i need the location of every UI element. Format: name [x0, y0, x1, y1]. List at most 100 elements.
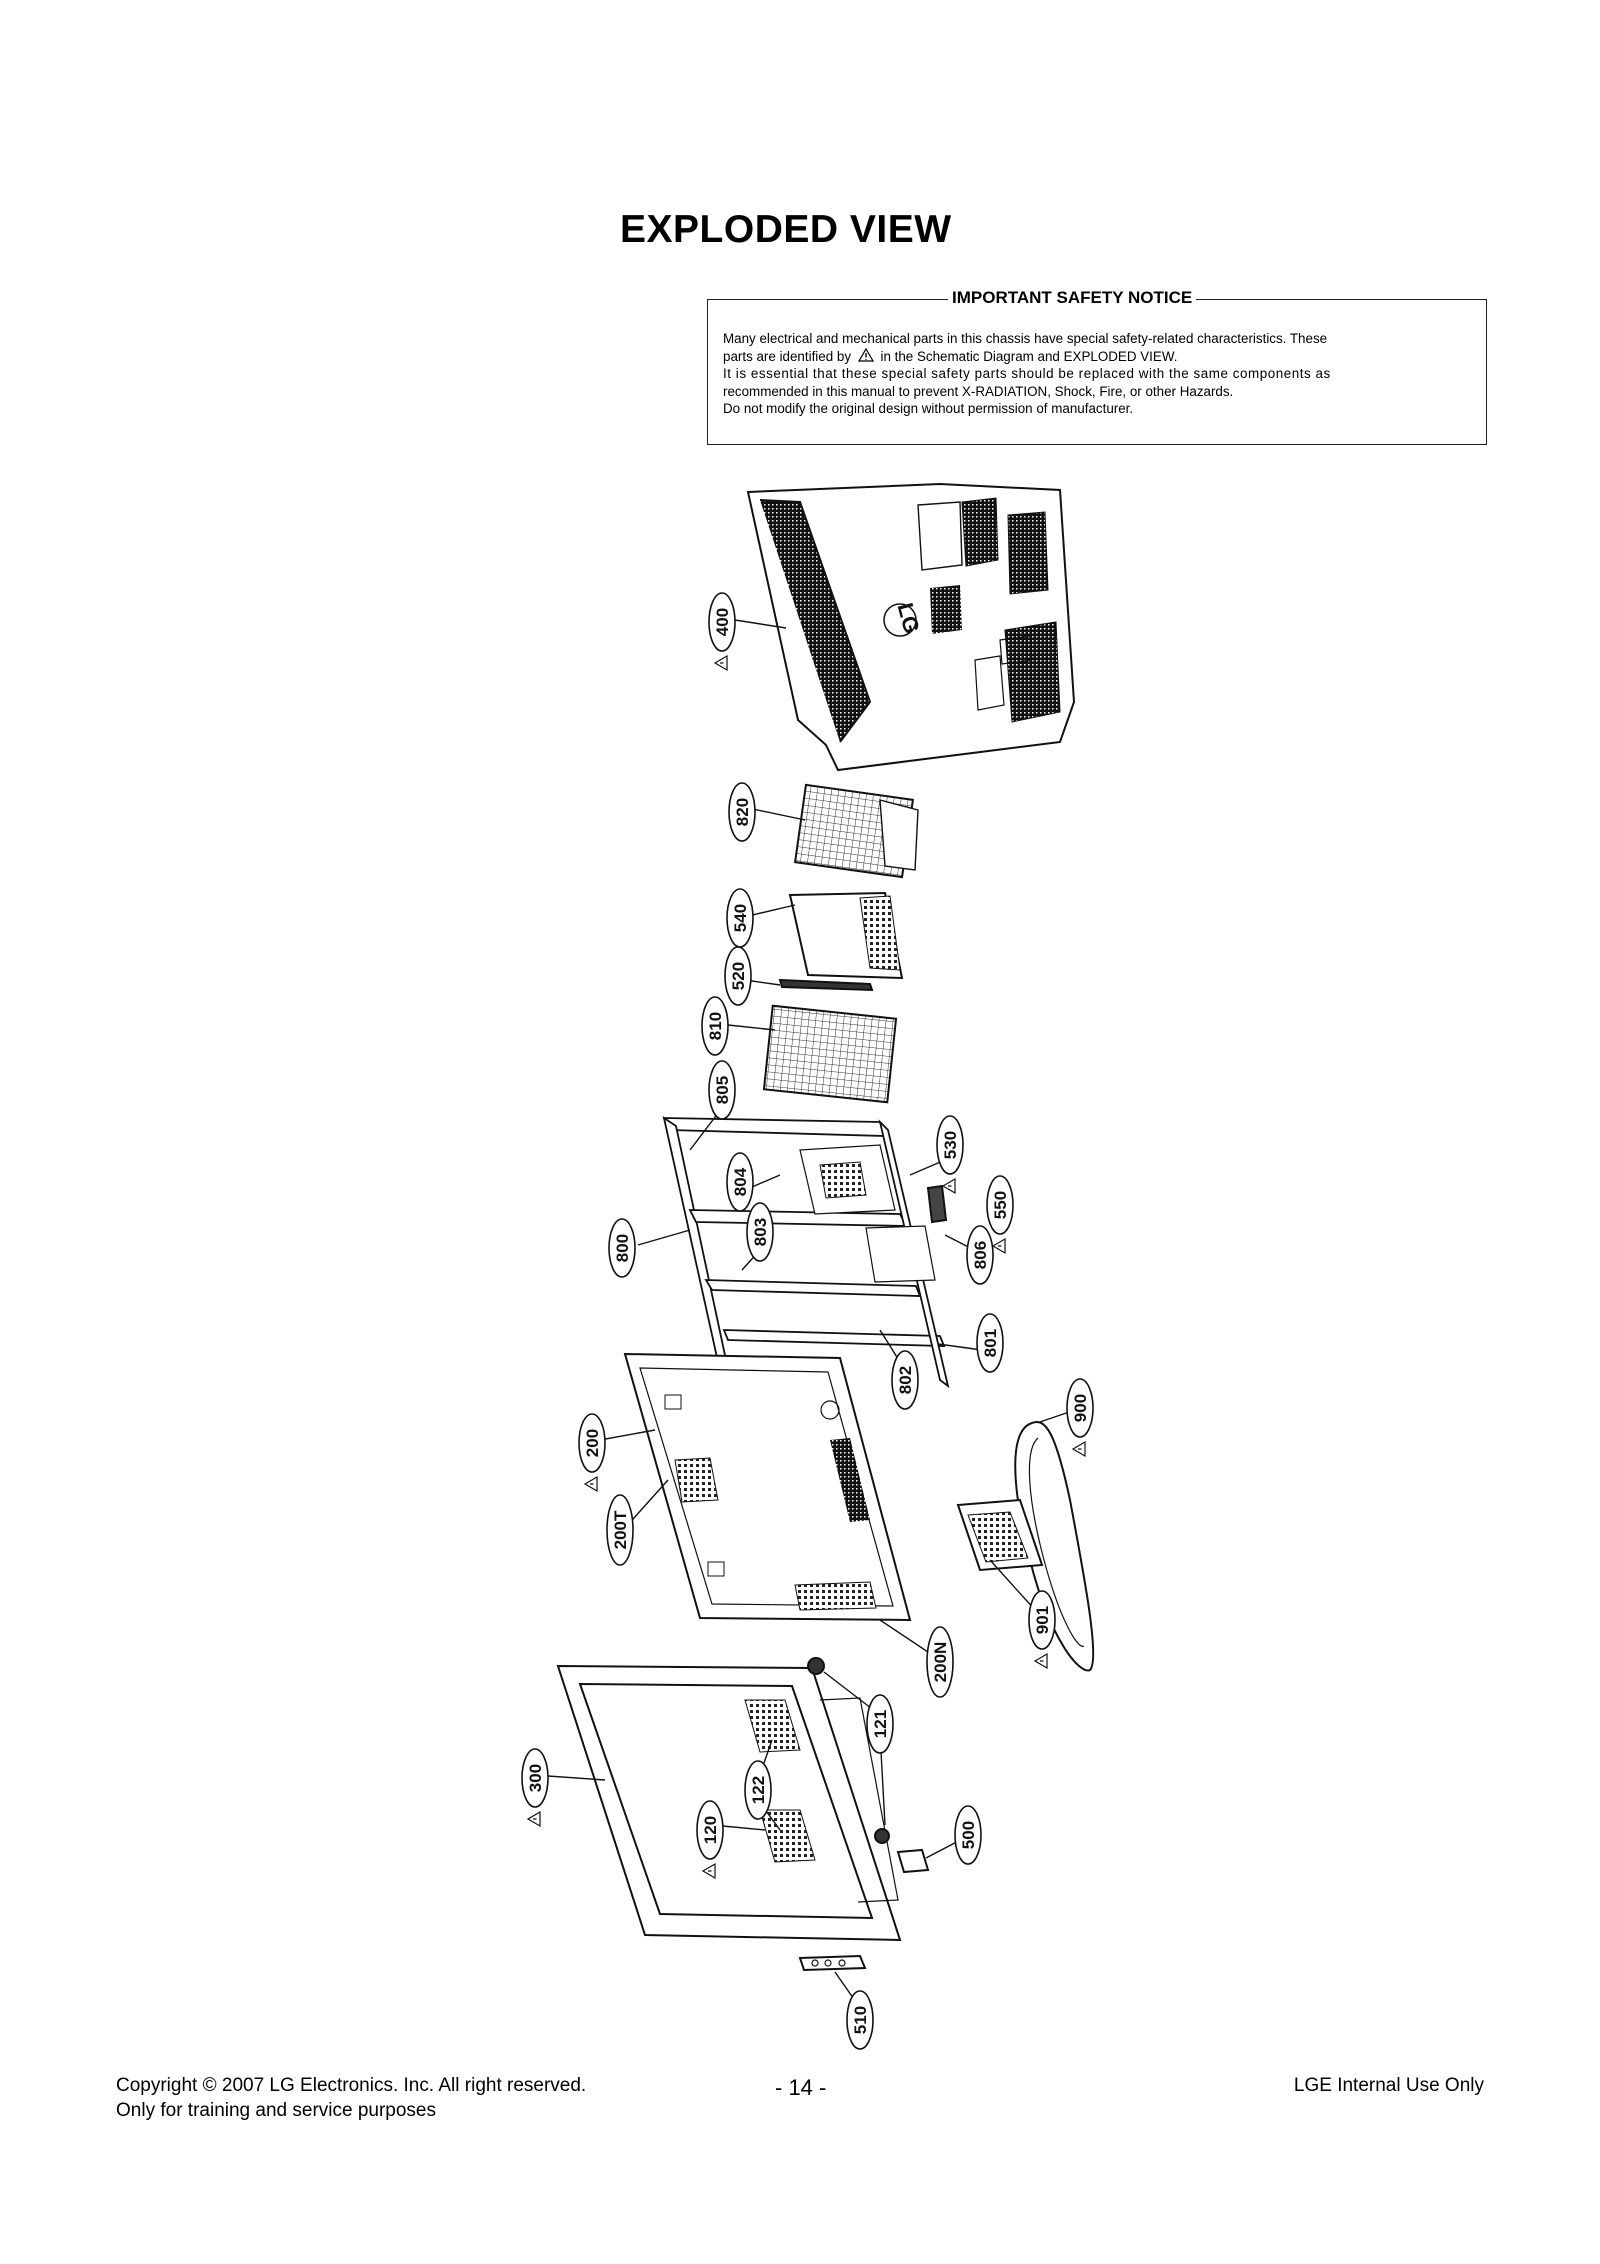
- footer-training-note: Only for training and service purposes: [116, 2100, 436, 2121]
- shield-810-part: [762, 1004, 898, 1104]
- callout-ellipse: [608, 1218, 636, 1278]
- safety-warning-icon: [583, 1475, 598, 1493]
- callout-200N: 200N: [926, 1626, 954, 1698]
- callout-ellipse: [726, 1152, 754, 1212]
- callout-label: 400: [713, 608, 732, 636]
- callout-label: 300: [526, 1764, 545, 1792]
- callout-500: 500: [954, 1805, 982, 1865]
- callout-ellipse: [1066, 1378, 1094, 1438]
- part-callouts: 400 820 540 520 810 805 530 804 550 800 803 806 801 8…: [521, 592, 1094, 2050]
- safety-notice-heading: IMPORTANT SAFETY NOTICE: [948, 288, 1197, 308]
- control-strip-510-part: [798, 1954, 867, 1972]
- footer-page-number: - 14 -: [775, 2075, 827, 2100]
- callout-label: 550: [991, 1191, 1010, 1219]
- safety-notice-line-2: parts are identified by in the Schematic…: [723, 347, 1473, 366]
- callout-label: 820: [733, 798, 752, 826]
- callout-label: 510: [851, 2006, 870, 2034]
- callout-ellipse: [744, 1760, 772, 1820]
- callout-801: 801: [976, 1313, 1004, 1373]
- frame-805-part: [662, 1116, 950, 1391]
- callout-ellipse: [926, 1626, 954, 1698]
- callout-ellipse: [846, 1990, 874, 2050]
- footer-internal-use: LGE Internal Use Only: [1293, 2075, 1484, 2096]
- callout-ellipse: [1028, 1590, 1056, 1650]
- strip-520-part: [778, 978, 874, 992]
- safety-warning-icon: [941, 1177, 956, 1195]
- callout-800: 800: [608, 1218, 636, 1278]
- callout-804: 804: [726, 1152, 754, 1212]
- callout-900: 900: [1066, 1378, 1094, 1458]
- board-500-part: [896, 1848, 930, 1874]
- callout-ellipse: [708, 1060, 736, 1120]
- callout-label: 804: [731, 1167, 750, 1196]
- safety-notice-line-1: Many electrical and mechanical parts in …: [723, 331, 1328, 346]
- safety-warning-icon: [526, 1810, 541, 1828]
- callout-ellipse: [976, 1313, 1004, 1373]
- front-bezel-300-part: [556, 1664, 902, 1942]
- safety-warning-icon: [1071, 1440, 1086, 1458]
- callout-label: 806: [971, 1241, 990, 1269]
- callout-label: 500: [959, 1821, 978, 1849]
- callout-803: 803: [746, 1202, 774, 1262]
- callout-label: 800: [613, 1234, 632, 1262]
- safety-notice-line-3: It is essential that these special safet…: [723, 366, 1331, 381]
- safety-warning-icon: [713, 654, 728, 672]
- callout-ellipse: [986, 1175, 1014, 1235]
- callout-label: 200N: [931, 1642, 950, 1683]
- safety-warning-icon: [991, 1237, 1006, 1255]
- callout-label: 520: [729, 962, 748, 990]
- callout-530: 530: [936, 1115, 964, 1195]
- callout-550: 550: [986, 1175, 1014, 1255]
- callout-400: 400: [708, 592, 736, 672]
- callout-label: 805: [713, 1076, 732, 1104]
- safety-notice-body: Many electrical and mechanical parts in …: [723, 330, 1473, 418]
- callout-label: 200T: [611, 1510, 630, 1549]
- callout-121: 121: [866, 1694, 894, 1754]
- callout-label: 120: [701, 1816, 720, 1844]
- callout-ellipse: [708, 592, 736, 652]
- callout-805: 805: [708, 1060, 736, 1120]
- callout-label: 802: [896, 1366, 915, 1394]
- safety-notice-line-2a: parts are identified by: [723, 348, 852, 364]
- callout-ellipse: [966, 1225, 994, 1285]
- callout-200: 200: [578, 1413, 606, 1493]
- callout-810: 810: [701, 996, 729, 1056]
- callout-label: 900: [1071, 1394, 1090, 1422]
- callout-122: 122: [744, 1760, 772, 1820]
- safety-notice-line-5: Do not modify the original design withou…: [723, 401, 1134, 416]
- callout-label: 121: [871, 1710, 890, 1738]
- callout-ellipse: [728, 782, 756, 842]
- callout-label: 801: [981, 1329, 1000, 1357]
- safety-notice-line-4: recommended in this manual to prevent X-…: [723, 383, 1234, 399]
- callout-ellipse: [578, 1413, 606, 1473]
- callout-label: 530: [941, 1131, 960, 1159]
- page-title: EXPLODED VIEW: [620, 208, 952, 251]
- callout-802: 802: [891, 1350, 919, 1410]
- callout-820: 820: [728, 782, 756, 842]
- callout-300: 300: [521, 1748, 549, 1828]
- callout-label: 810: [706, 1012, 725, 1040]
- bracket-550-part: [926, 1184, 948, 1224]
- callout-ellipse: [936, 1115, 964, 1175]
- callout-ellipse: [746, 1202, 774, 1262]
- callout-label: 200: [583, 1429, 602, 1457]
- callout-ellipse: [954, 1805, 982, 1865]
- callout-120: 120: [696, 1800, 724, 1880]
- callout-901: 901: [1028, 1590, 1056, 1670]
- footer-copyright: Copyright © 2007 LG Electronics. Inc. Al…: [116, 2075, 587, 2096]
- callout-806: 806: [966, 1225, 994, 1285]
- callout-ellipse: [521, 1748, 549, 1808]
- callout-510: 510: [846, 1990, 874, 2050]
- callout-label: 803: [751, 1218, 770, 1246]
- callout-ellipse: [724, 946, 752, 1006]
- warning-triangle-icon: [857, 347, 874, 362]
- callout-ellipse: [606, 1494, 634, 1566]
- button-121-part: [807, 1657, 825, 1675]
- safety-warning-icon: [1033, 1652, 1048, 1670]
- safety-warning-icon: [701, 1862, 716, 1880]
- callout-520: 520: [724, 946, 752, 1006]
- callout-label: 540: [731, 904, 750, 932]
- safety-notice-line-2b: in the Schematic Diagram and EXPLODED VI…: [880, 348, 1178, 364]
- callout-ellipse: [696, 1800, 724, 1860]
